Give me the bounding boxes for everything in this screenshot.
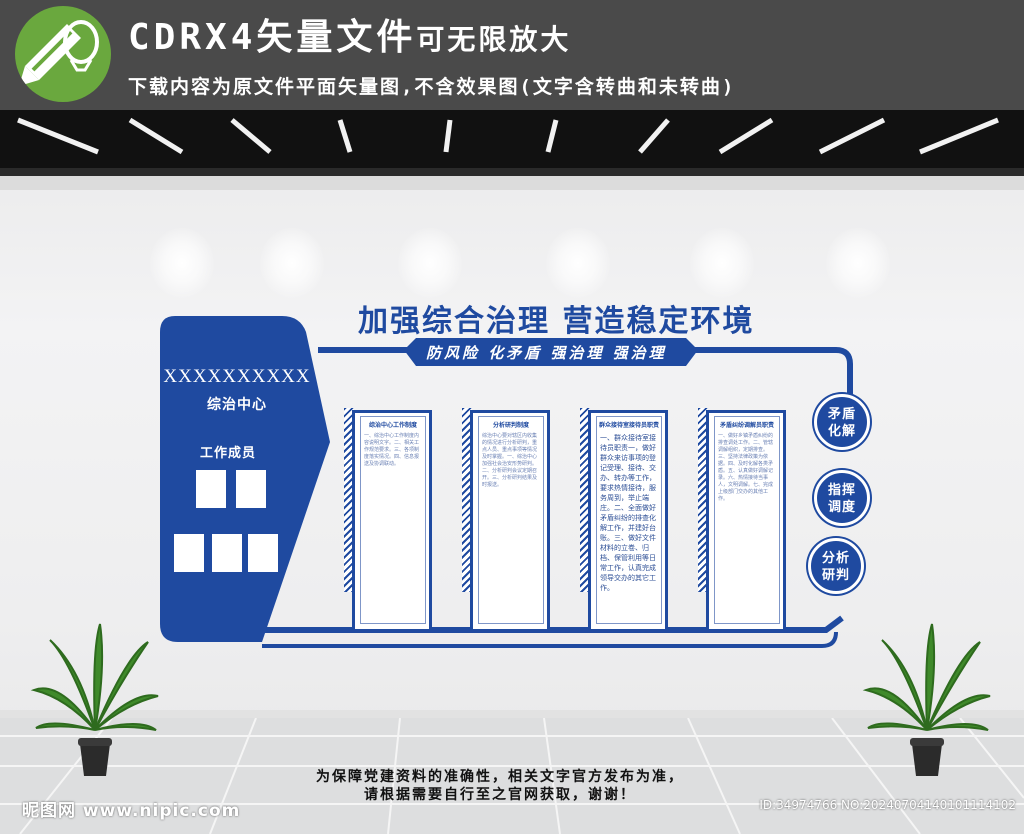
board-text: 一、综治中心工作制度内容说明文字。二、相关工作规范要求。三、各项制度落实情况。四… — [364, 433, 420, 467]
ceiling-light-icon — [260, 228, 324, 298]
board-decor — [580, 408, 590, 592]
potted-plant-icon — [862, 623, 991, 776]
ceiling-light-icon — [826, 228, 890, 298]
board-text: 综治中心要对辖区内收集的情况进行分析研判，重点人员、重点事项等情况及时掌握。一、… — [482, 433, 538, 488]
wall-title: 加强综合治理 营造稳定环境 — [358, 304, 755, 339]
notice-line-1: 为保障党建资料的准确性，相关文字官方发布为准， — [316, 769, 684, 785]
pencil-logo-icon — [15, 6, 111, 102]
info-board: 矛盾纠纷调解员职责 一、做好乡镇矛盾纠纷的排查调处工作。二、管辖调解组织，定期排… — [706, 410, 786, 632]
member-photo — [248, 534, 278, 572]
watermark-right: ID:34974766 NO:20240704140101114102 — [759, 798, 1016, 812]
board-panel: 综治中心工作制度 一、综治中心工作制度内容说明文字。二、相关工作规范要求。三、各… — [360, 416, 426, 624]
badge-analysis-judgement: 分析 研判 — [808, 538, 864, 594]
banner-title-extra: 可无限放大 — [416, 23, 572, 56]
board-text: 一、群众接待室接待员职责一，做好群众来访事项的登记受理、接待、交办、转办等工作，… — [600, 434, 656, 592]
board-decor — [698, 408, 708, 592]
board-title: 群众接待室接待员职责 — [599, 422, 660, 429]
board-text: 一、做好乡镇矛盾纠纷的排查调处工作。二、管辖调解组织，定期排查。三、坚持法律政策… — [718, 433, 774, 502]
info-board: 群众接待室接待员职责 一、群众接待室接待员职责一，做好群众来访事项的登记受理、接… — [588, 410, 668, 632]
info-board: 分析研判制度 综治中心要对辖区内收集的情况进行分析研判，重点人员、重点事项等情况… — [470, 410, 550, 632]
banner-subtitle: 下载内容为原文件平面矢量图,不含效果图(文字含转曲和未转曲) — [128, 76, 736, 98]
watermark-left: 昵图网 www.nipic.com — [22, 801, 241, 821]
member-photo — [236, 470, 266, 508]
board-title: 矛盾纠纷调解员职责 — [719, 422, 774, 429]
showroom-scene: 加强综合治理 营造稳定环境 防风险 化矛盾 强治理 强治理 XXXXXXXXXX… — [0, 110, 1024, 834]
department-name: 综治中心 — [207, 397, 267, 413]
notice-line-2: 请根据需要自行至之官网获取，谢谢！ — [364, 787, 636, 803]
badge-command-dispatch: 指挥 调度 — [814, 470, 870, 526]
board-title: 分析研判制度 — [492, 422, 529, 429]
wall-slogan: 防风险 化矛盾 强治理 强治理 — [426, 344, 667, 362]
members-label: 工作成员 — [199, 446, 256, 461]
department-block: XXXXXXXXXX 综治中心 — [162, 318, 312, 414]
member-photo — [212, 534, 242, 572]
badge-conflict-resolution: 矛盾 化解 — [814, 394, 870, 450]
board-panel: 群众接待室接待员职责 一、群众接待室接待员职责一，做好群众来访事项的登记受理、接… — [596, 416, 662, 624]
board-decor — [344, 408, 354, 592]
banner-title: CDRX4矢量文件可无限放大 — [128, 8, 571, 60]
ceiling-light-icon — [546, 228, 610, 298]
floor — [0, 718, 1024, 834]
member-photo — [174, 534, 204, 572]
board-title: 综治中心工作制度 — [368, 422, 417, 429]
department-code: XXXXXXXXXX — [163, 366, 311, 387]
ceiling-light-icon — [690, 228, 754, 298]
member-photo — [196, 470, 226, 508]
top-banner: CDRX4矢量文件可无限放大 下载内容为原文件平面矢量图,不含效果图(文字含转曲… — [0, 0, 1024, 110]
info-board: 综治中心工作制度 一、综治中心工作制度内容说明文字。二、相关工作规范要求。三、各… — [352, 410, 432, 632]
banner-title-main: CDRX4矢量文件 — [128, 17, 417, 58]
board-decor — [462, 408, 472, 592]
board-panel: 矛盾纠纷调解员职责 一、做好乡镇矛盾纠纷的排查调处工作。二、管辖调解组织，定期排… — [714, 416, 780, 624]
ceiling-light-icon — [150, 228, 214, 298]
ceiling-light-icon — [398, 228, 462, 298]
board-panel: 分析研判制度 综治中心要对辖区内收集的情况进行分析研判，重点人员、重点事项等情况… — [478, 416, 544, 624]
ceiling — [0, 110, 1024, 190]
potted-plant-icon — [30, 623, 159, 776]
